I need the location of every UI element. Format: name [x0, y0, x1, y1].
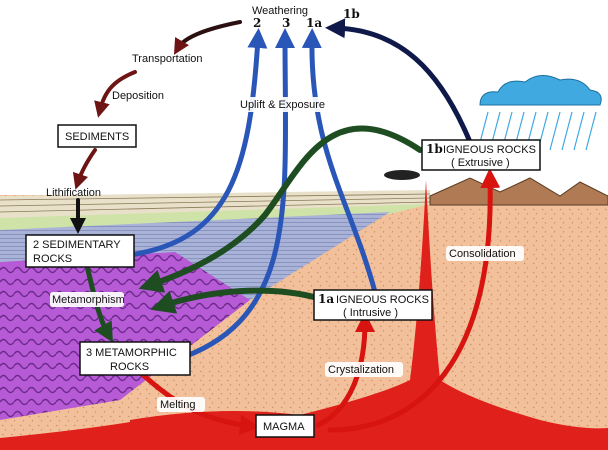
label-lithification: Lithification — [46, 187, 101, 199]
labels: Weathering 2 3 1a 1b Transportation Depo… — [46, 5, 524, 412]
surface-strata — [0, 190, 430, 220]
crystalization-arrow — [315, 312, 375, 428]
volcano-smoke — [384, 170, 420, 180]
box-sedimentary-line2: ROCKS — [33, 253, 72, 265]
weathering-arrow-1b — [325, 18, 473, 145]
metamorphism-arrow-sed — [85, 267, 113, 343]
box-sedimentary-rocks: 2 SEDIMENTARY ROCKS — [25, 234, 135, 268]
box-extrusive-num: 1b — [426, 142, 443, 156]
magma-pool — [130, 180, 608, 450]
box-igneous-extrusive: 1b IGNEOUS ROCKS ( Extrusive ) — [421, 139, 541, 171]
label-num-3: 3 — [282, 16, 290, 30]
arrows — [70, 18, 501, 435]
box-metamorphic-line2: ROCKS — [110, 361, 149, 373]
transportation-arrow — [173, 20, 242, 55]
green-stratum — [0, 204, 430, 232]
box-magma-text: MAGMA — [263, 421, 305, 433]
metamorphism-arrow-extrusive — [138, 125, 423, 293]
label-num-2: 2 — [253, 16, 261, 30]
mountains — [429, 177, 608, 206]
rain-cloud — [477, 75, 602, 151]
label-metamorphism: Metamorphism — [52, 294, 125, 306]
label-num-1a: 1a — [306, 16, 322, 30]
box-igneous-intrusive: 1a IGNEOUS ROCKS ( Intrusive ) — [313, 289, 433, 321]
box-intrusive-line1: IGNEOUS ROCKS — [336, 294, 429, 306]
label-uplift: Uplift & Exposure — [240, 99, 325, 111]
box-intrusive-line2: ( Intrusive ) — [343, 307, 398, 319]
label-weathering: Weathering — [252, 5, 308, 17]
uplift-arrow-1a — [301, 28, 378, 295]
box-extrusive-line2: ( Extrusive ) — [451, 157, 510, 169]
uplift-arrow-2 — [127, 28, 268, 258]
box-metamorphic-rocks: 3 METAMORPHIC ROCKS — [79, 341, 191, 376]
box-sediments-text: SEDIMENTS — [65, 131, 129, 143]
box-magma: MAGMA — [255, 414, 315, 438]
box-extrusive-line1: IGNEOUS ROCKS — [443, 144, 536, 156]
box-metamorphic-line1: 3 METAMORPHIC — [86, 347, 177, 359]
deposition-arrow — [94, 70, 137, 118]
label-crystalization: Crystalization — [328, 364, 394, 376]
lithification-arrow-red — [72, 148, 97, 190]
label-transportation: Transportation — [132, 53, 203, 65]
box-intrusive-num: 1a — [318, 292, 334, 306]
label-consolidation: Consolidation — [449, 248, 516, 260]
box-sediments: SEDIMENTS — [57, 124, 137, 148]
landscape — [0, 170, 608, 450]
label-melting: Melting — [160, 399, 195, 411]
box-sedimentary-line1: 2 SEDIMENTARY — [33, 239, 121, 251]
metamorphism-arrow-intrusive — [150, 287, 321, 314]
consolidation-arrow — [327, 168, 501, 433]
label-num-1b: 1b — [343, 7, 360, 21]
label-deposition: Deposition — [112, 90, 164, 102]
